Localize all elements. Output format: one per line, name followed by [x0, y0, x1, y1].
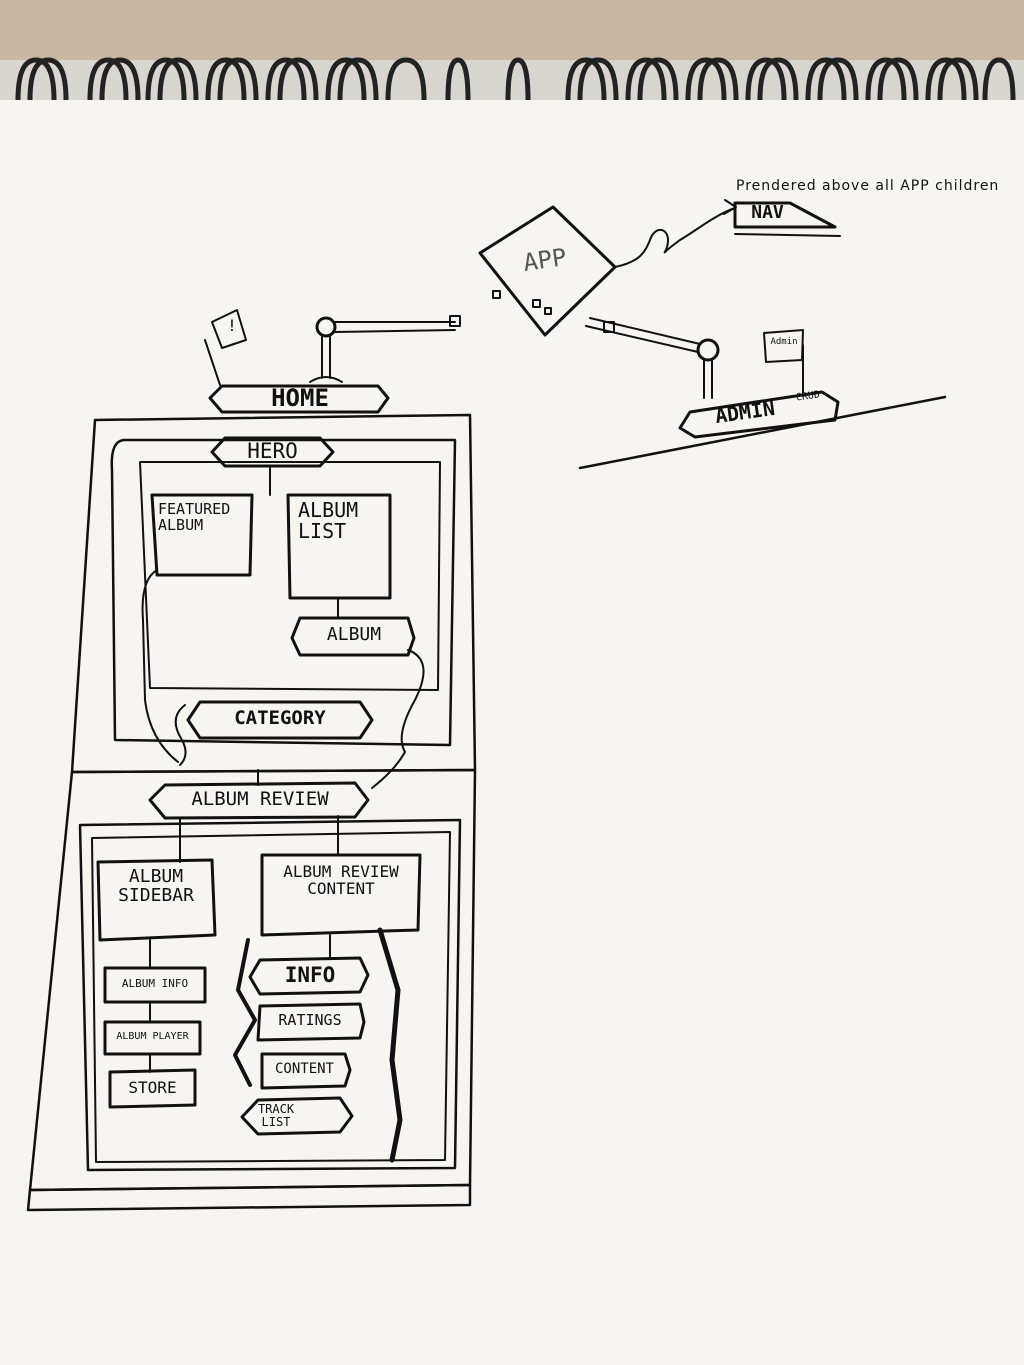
admin-flag-text: Admin — [770, 337, 798, 347]
album-review-frame — [78, 818, 462, 1172]
store-shape — [108, 1068, 197, 1109]
info-label: INFO — [284, 963, 336, 987]
album-sidebar-label: ALBUM SIDEBAR — [118, 866, 194, 906]
ratings-shape — [256, 1002, 366, 1042]
album-player-label: ALBUM PLAYER — [116, 1031, 189, 1042]
featured-album-label: FEATURED ALBUM — [158, 500, 231, 534]
app-to-nav-arrow — [614, 207, 736, 268]
nav-underline — [734, 233, 841, 237]
home-label: HOME — [271, 384, 329, 412]
album-shape — [290, 616, 416, 657]
home-flag-text: ! — [227, 316, 237, 335]
paper-page — [0, 95, 1024, 1365]
robot-arm-left — [334, 321, 456, 333]
nav-shape — [733, 201, 837, 229]
ground-line — [578, 395, 947, 470]
category-shape — [186, 700, 374, 740]
spiral-binding — [15, 57, 1016, 101]
info-shape — [248, 956, 370, 996]
content-shape — [260, 1052, 352, 1090]
admin-flag — [763, 329, 804, 393]
content-stack-bracket — [233, 938, 257, 1087]
album-info-shape — [103, 966, 207, 1004]
album-list-shape — [286, 493, 392, 600]
album-sidebar-shape — [96, 858, 217, 942]
hero-label: HERO — [247, 439, 298, 463]
track-list-shape — [240, 1096, 354, 1136]
category-label: CATEGORY — [234, 707, 326, 729]
featured-album-shape — [150, 493, 254, 577]
content-label: CONTENT — [274, 1061, 334, 1077]
album-review-content-shape — [260, 853, 422, 937]
home-shape — [208, 384, 390, 414]
ratings-label: RATINGS — [278, 1011, 342, 1029]
note-text: Prendered above all APP children — [736, 178, 1000, 194]
album-review-shape — [148, 781, 370, 820]
album-info-label: ALBUM INFO — [121, 977, 189, 990]
featured-wire — [141, 569, 179, 763]
album-player-shape — [103, 1020, 202, 1056]
hero-shape — [210, 436, 335, 468]
hero-frame — [110, 438, 457, 747]
nav-label: NAV — [751, 202, 784, 223]
store-label: STORE — [128, 1078, 177, 1097]
album-list-label: ALBUM LIST — [298, 498, 359, 543]
home-flag — [204, 309, 247, 386]
app-shape — [478, 205, 617, 337]
album-wire — [371, 649, 425, 789]
track-list-label: TRACK LIST — [257, 1102, 295, 1129]
album-review-label: ALBUM REVIEW — [191, 788, 329, 810]
admin-shape — [678, 390, 840, 439]
album-label: ALBUM — [326, 624, 382, 645]
album-review-content-label: ALBUM REVIEW CONTENT — [283, 862, 399, 898]
